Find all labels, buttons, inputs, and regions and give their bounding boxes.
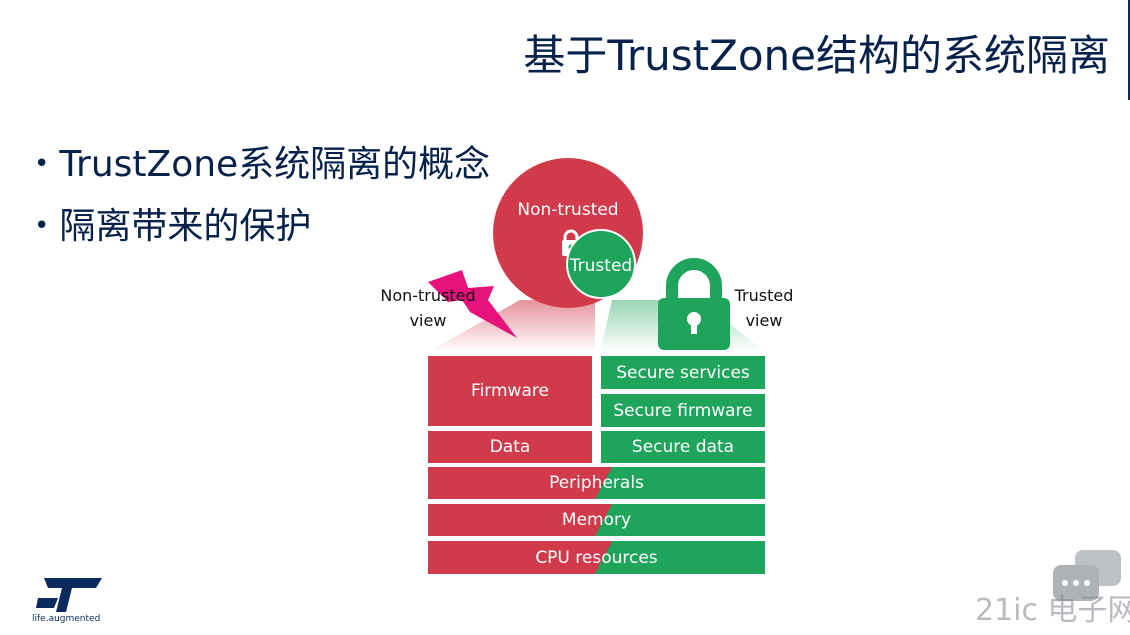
watermark-text: 21ic 电子网 (975, 593, 1130, 628)
bullet-dot-icon: • (34, 149, 50, 179)
cpu-resources-block: CPU resources (428, 541, 765, 574)
non-trusted-view-line1: Non-trusted (380, 286, 476, 305)
non-trusted-view-label: Non-trusted view (378, 283, 478, 333)
trusted-view-line1: Trusted (734, 286, 794, 305)
title-divider (1128, 0, 1130, 100)
memory-block: Memory (428, 504, 765, 536)
non-trusted-view-line2: view (409, 311, 447, 330)
lightning-attack-icon (428, 270, 517, 338)
trusted-view-label: Trusted view (728, 283, 800, 333)
st-logo-icon (36, 578, 102, 612)
bullet-text: 隔离带来的保护 (59, 206, 312, 247)
non-trusted-view-beam (428, 300, 595, 352)
peripherals-block: Peripherals (428, 467, 765, 499)
bullet-text: TrustZone系统隔离的概念 (59, 144, 491, 185)
non-trusted-circle-label: Non-trusted (517, 200, 619, 220)
slide-title: 基于TrustZone结构的系统隔离 (523, 31, 1110, 80)
data-block: Data (428, 431, 592, 463)
bullet-dot-icon: • (34, 211, 50, 241)
trusted-circle-label: Trusted (569, 256, 633, 276)
trusted-lock-icon (658, 258, 730, 350)
secure-data-block: Secure data (601, 431, 765, 463)
bullet-item: • 隔离带来的保护 (34, 197, 311, 249)
secure-services-block: Secure services (601, 356, 765, 389)
firmware-block: Firmware (428, 356, 592, 426)
bullet-item: • TrustZone系统隔离的概念 (34, 135, 490, 187)
watermark-logo-icon (1053, 550, 1121, 601)
st-logo-tagline: life.augmented (32, 614, 101, 624)
trusted-circle: Trusted (566, 229, 636, 299)
secure-firmware-block: Secure firmware (601, 394, 765, 427)
trusted-view-line2: view (745, 311, 783, 330)
